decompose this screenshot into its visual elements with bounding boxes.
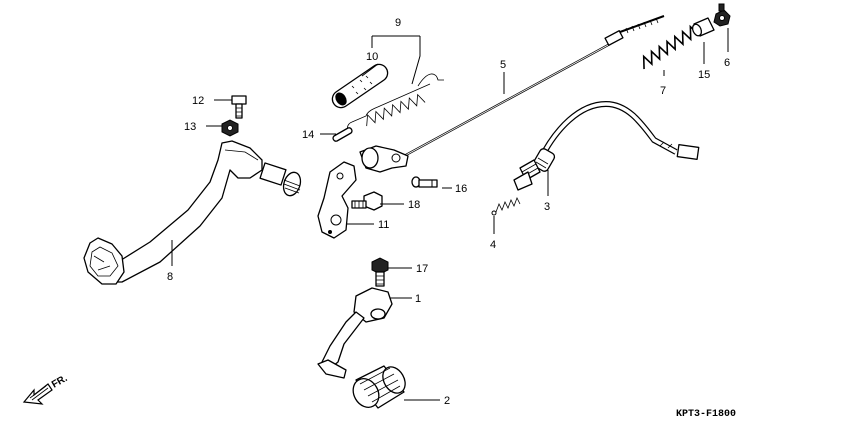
callout-6: 6 [724,57,730,69]
brake-pedal-part [83,140,302,285]
callout-11: 11 [378,219,389,231]
plate-part [317,161,357,239]
pin-part [411,176,438,188]
brake-rod-part [359,15,665,173]
cotter-pin-part [332,127,353,142]
front-direction-arrow: FR. [22,373,70,405]
front-direction-label: FR. [50,373,70,391]
gearshift-pedal-part [317,287,393,379]
switch-spring-part [491,197,521,216]
callout-1: 1 [415,293,421,305]
spring-cover-part [331,63,389,109]
callout-4: 4 [490,239,496,251]
callout-3: 3 [544,201,550,213]
joint-nut-part [713,3,731,27]
bolt-part [231,95,247,119]
callout-8: 8 [167,271,173,283]
callout-17: 17 [416,263,428,275]
callout-7: 7 [660,85,666,97]
brake-switch-part [513,100,700,191]
bolt-part-18 [351,191,383,211]
callout-14: 14 [302,129,314,141]
callout-10: 10 [366,51,378,63]
diagram-code: KPT3-F1800 [676,409,736,420]
callout-18: 18 [408,199,420,211]
callout-12: 12 [192,95,204,107]
nut-part [221,119,239,137]
callout-16: 16 [455,183,467,195]
callout-labels: 2 1 17 11 18 16 3 4 14 9 10 5 7 15 6 12 … [167,17,730,407]
bolt-part-17 [371,257,389,287]
return-spring-part [642,24,700,70]
footpeg-rubber-part [352,365,406,409]
callout-9: 9 [395,17,401,29]
callout-5: 5 [500,59,506,71]
collar-part [691,17,715,37]
callout-13: 13 [184,121,196,133]
callout-15: 15 [698,69,710,81]
leader-lines [171,28,729,401]
callout-2: 2 [444,395,450,407]
